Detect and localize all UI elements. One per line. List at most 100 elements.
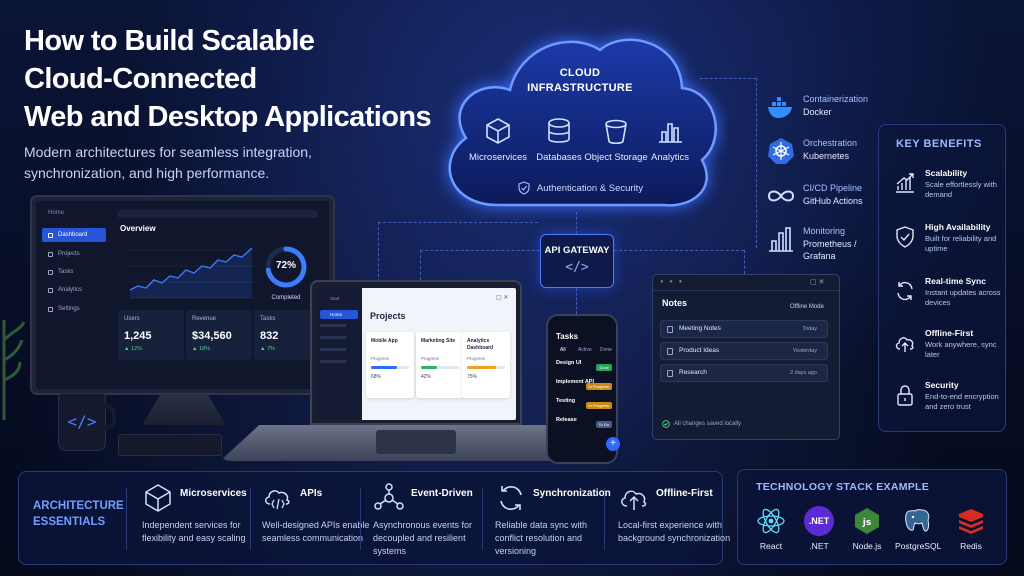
tech-stack-title: TECHNOLOGY STACK EXAMPLE: [756, 481, 930, 493]
architecture-title: ARCHITECTURE ESSENTIALS: [33, 498, 133, 530]
tech-dotnet: .NET .NET: [797, 506, 841, 551]
progress-label: Progress: [371, 356, 390, 361]
cloud-title: CLOUD INFRASTRUCTURE: [500, 66, 660, 96]
add-task-button[interactable]: +: [606, 437, 620, 451]
progress-label: Progress: [467, 356, 486, 361]
svg-text:js: js: [862, 518, 871, 528]
code-icon: </>: [67, 412, 97, 431]
monitor-search-bar[interactable]: [118, 210, 318, 218]
check-circle-icon: [662, 420, 670, 428]
progress-value: 68%: [371, 374, 382, 380]
sidebar-item-settings[interactable]: Settings: [42, 302, 106, 316]
essential-synchronization: Synchronization Reliable data sync with …: [495, 482, 611, 562]
window-controls[interactable]: ▢ ✕: [810, 279, 825, 286]
tech-name: Node.js: [852, 541, 882, 551]
note-time: Today: [802, 326, 817, 332]
benefit-name: Scalability: [925, 168, 968, 178]
tool-containerization: Containerization Docker: [766, 92, 876, 124]
stat-change: ▲ 12%: [124, 346, 142, 352]
sidebar-item-tasks[interactable]: Tasks: [42, 265, 106, 279]
notes-title: Notes: [662, 298, 688, 308]
project-card[interactable]: Mobile App Progress 68%: [366, 332, 414, 398]
tool-name: Containerization: [803, 94, 869, 104]
cloud-service-databases: Databases: [523, 116, 595, 163]
project-card[interactable]: Analytics Dashboard Progress 75%: [462, 332, 510, 398]
sidebar-item-projects[interactable]: Projects: [42, 247, 106, 261]
benefit-name: Security: [925, 380, 959, 390]
window-controls[interactable]: ▢ ✕: [496, 295, 509, 301]
task-name: Implement API: [556, 379, 594, 385]
essential-desc: Well-designed APIs enable seamless commu…: [262, 520, 370, 543]
cloud-upload-icon: [621, 490, 647, 510]
cloud-service-analytics: Analytics: [634, 116, 706, 163]
sidebar-item-label: Dashboard: [58, 232, 88, 238]
stat-change: ▲ 7%: [260, 346, 275, 352]
filter-done[interactable]: Done: [600, 347, 612, 353]
filter-all[interactable]: All: [560, 347, 566, 353]
filter-active[interactable]: Active: [578, 347, 592, 353]
benefit-desc: End-to-end encryption and zero trust: [925, 392, 999, 411]
essential-apis: APIs Well-designed APIs enable seamless …: [262, 482, 374, 562]
note-icon: [667, 348, 673, 355]
benefit-high-availability: High Availability Built for reliability …: [894, 222, 1004, 272]
benefit-offline-first: Offline-First Work anywhere, sync later: [894, 328, 1004, 378]
note-time: Yesterday: [792, 348, 817, 354]
tech-name: React: [759, 541, 783, 551]
progress-value: 75%: [467, 374, 478, 380]
cloud-title-line: CLOUD: [559, 67, 601, 79]
redis-logo-icon: [956, 506, 986, 536]
benefit-desc: Built for reliability and uptime: [925, 234, 997, 253]
task-item[interactable]: Design UI Done: [556, 360, 612, 376]
task-status-badge: Done: [596, 364, 612, 371]
sidebar-item-dashboard[interactable]: Dashboard: [42, 228, 106, 242]
database-icon: [548, 118, 570, 143]
nodejs-logo-icon: js: [852, 506, 882, 536]
project-name: Mobile App: [371, 338, 398, 344]
window-titlebar: [653, 275, 839, 291]
mug-handle: [102, 404, 116, 430]
sidebar-item-label: Projects: [58, 251, 80, 257]
sidebar-item-label: Analytics: [58, 287, 83, 293]
task-name: Design UI: [556, 360, 582, 366]
tool-name: CI/CD Pipeline: [803, 183, 863, 193]
stat-value: 1,245: [124, 330, 152, 342]
architecture-title-line: ARCHITECTURE: [33, 500, 124, 512]
page-subtitle: Modern architectures for seamless integr…: [24, 144, 312, 181]
plant-decoration: [2, 320, 26, 420]
tool-value: Kubernetes: [803, 151, 850, 161]
tool-orchestration: Orchestration Kubernetes: [766, 136, 876, 168]
project-name: Marketing Site: [421, 338, 456, 344]
laptop-nav-placeholder[interactable]: [320, 324, 346, 327]
laptop-nav-start[interactable]: Start: [330, 296, 340, 301]
tool-name: Orchestration: [803, 138, 858, 148]
laptop-nav-home[interactable]: Home: [320, 310, 358, 319]
divider: [360, 488, 361, 550]
service-label: Databases: [536, 152, 582, 163]
key-benefits-panel: [878, 124, 1006, 432]
service-label: Object Storage: [584, 152, 648, 163]
laptop-nav-placeholder[interactable]: [320, 348, 346, 351]
laptop-nav-placeholder[interactable]: [320, 360, 346, 363]
phone-title: Tasks: [556, 332, 579, 341]
note-time: 2 days ago: [790, 370, 817, 376]
benefit-realtime-sync: Real-time Sync Instant updates across de…: [894, 276, 1004, 326]
project-card[interactable]: Marketing Site Progress 42%: [416, 332, 464, 398]
cloud-api-icon: [265, 490, 290, 510]
ring-caption: Completed: [271, 295, 301, 301]
benefit-desc: Work anywhere, sync later: [925, 340, 997, 359]
laptop-nav-placeholder[interactable]: [320, 336, 346, 339]
essential-name: Offline-First: [656, 488, 713, 499]
progress-bar: [467, 366, 505, 369]
divider: [604, 488, 605, 550]
task-status-badge: To Do: [595, 421, 612, 428]
sidebar-item-analytics[interactable]: Analytics: [42, 283, 106, 297]
key-benefits-title: KEY BENEFITS: [896, 138, 982, 150]
window-traffic-lights[interactable]: ● ● ●: [660, 279, 685, 285]
connector-line: [420, 250, 421, 280]
